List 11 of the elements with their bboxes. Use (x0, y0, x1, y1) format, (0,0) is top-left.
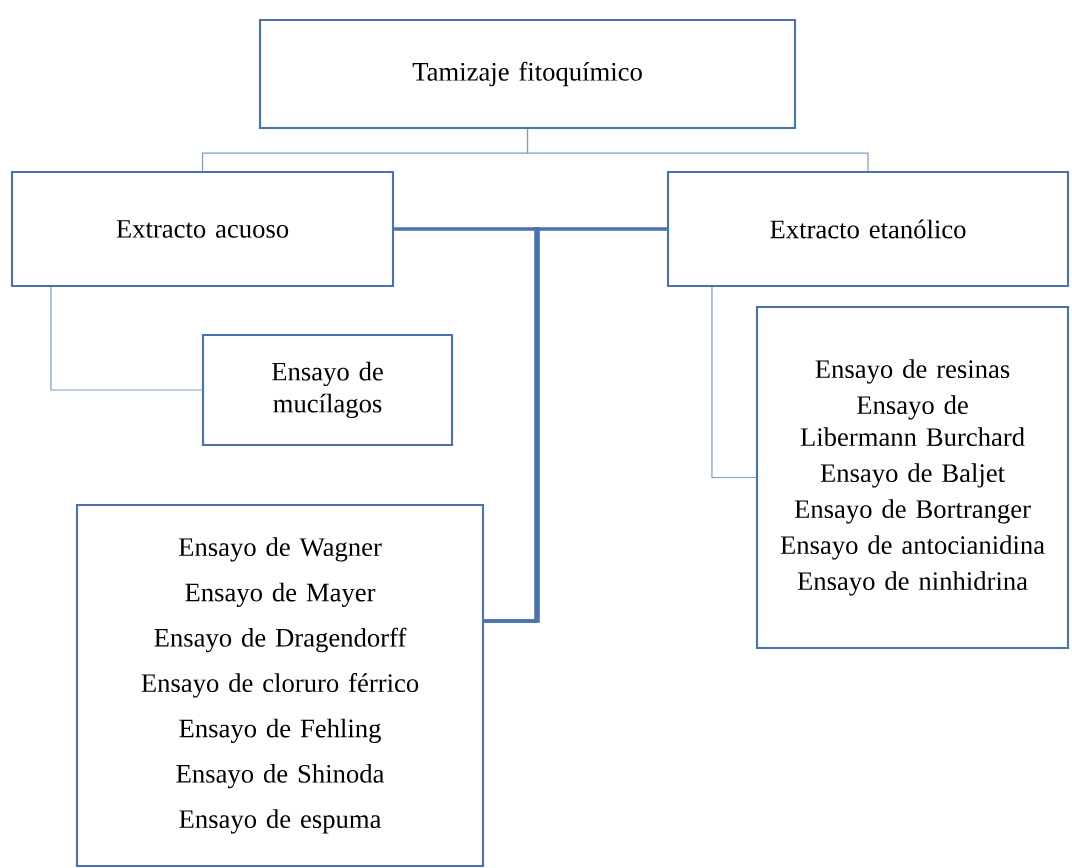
list-box: Ensayo de resinas Ensayo de Libermann Burchard Ensayo de Baljet Ensayo de Bortranger Ensayo de antocianidina Ensayo de ninhidrina (755, 305, 1070, 650)
list-box: Ensayo de Wagner Ensayo de Mayer Ensayo de Dragendorff Ensayo de cloruro férrico Ensayo de Fehling Ensayo de Shinoda Ensayo de espuma (75, 503, 485, 868)
process-box: Extracto etanólico (666, 170, 1070, 288)
process-box: Ensayo de mucílagos (201, 333, 454, 447)
process-box: Tamizaje fitoquímico (258, 18, 797, 130)
process-box: Extracto acuoso (10, 170, 395, 288)
connector-line (394, 227, 540, 623)
connector-line (484, 227, 667, 623)
connector-line (526, 128, 869, 172)
connector-line (711, 286, 757, 479)
connector-line (50, 286, 203, 391)
